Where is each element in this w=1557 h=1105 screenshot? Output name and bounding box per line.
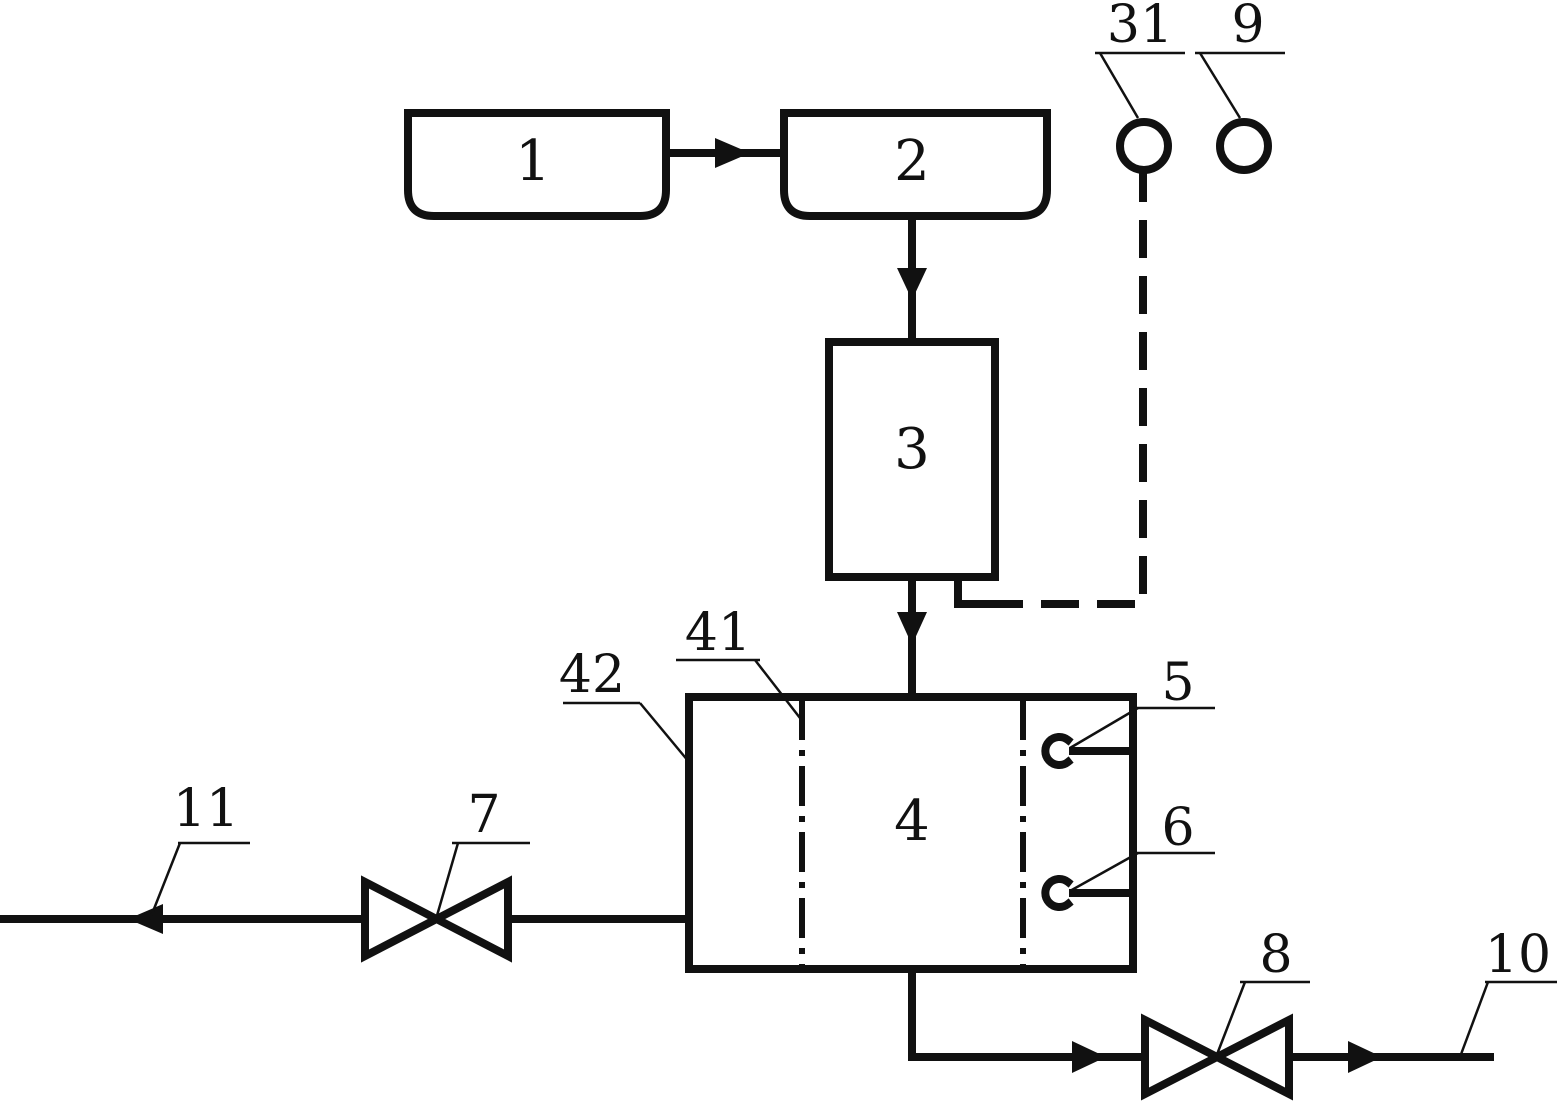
- valve-7-icon: [361, 875, 512, 963]
- box-2: [780, 109, 1051, 220]
- instrument-9-icon: [1216, 118, 1272, 174]
- callout-6: 6: [1161, 798, 1194, 858]
- arrow-10: [1348, 1041, 1382, 1073]
- leader-9: [1198, 52, 1242, 119]
- box-1: [404, 109, 670, 220]
- sensor-5-icon: [1041, 733, 1074, 769]
- leader-10: [1458, 981, 1490, 1058]
- leader-7: [434, 842, 460, 920]
- callout-9: 9: [1231, 0, 1264, 55]
- leader-8: [1214, 981, 1247, 1058]
- signal-dashed-line: [985, 170, 1147, 608]
- tank-4-label: 4: [894, 789, 930, 854]
- arrow-8-in: [1072, 1041, 1106, 1073]
- box-1-label: 1: [515, 129, 551, 194]
- callout-41: 41: [685, 603, 751, 663]
- sensor-6-icon: [1041, 875, 1074, 911]
- arrow-3-4: [897, 612, 927, 645]
- leader-5: [1069, 706, 1139, 750]
- leader-31: [1098, 52, 1140, 119]
- callout-31: 31: [1107, 0, 1173, 55]
- callout-42: 42: [559, 645, 625, 705]
- leader-41: [754, 659, 801, 719]
- callout-10: 10: [1485, 925, 1551, 985]
- arrow-11: [128, 904, 163, 934]
- callout-5: 5: [1161, 653, 1194, 713]
- leader-6: [1069, 851, 1139, 893]
- box-3-label: 3: [894, 417, 930, 482]
- callout-7: 7: [467, 785, 500, 845]
- callout-11: 11: [173, 779, 239, 839]
- box-2-label: 2: [894, 129, 930, 194]
- valve-8-icon: [1141, 1013, 1293, 1101]
- callout-8: 8: [1259, 925, 1292, 985]
- instrument-31-icon: [1116, 118, 1172, 174]
- arrow-2-3: [897, 268, 927, 300]
- leader-42: [639, 702, 690, 763]
- signal-line-3-31: [954, 573, 989, 608]
- arrow-1-2: [715, 138, 750, 168]
- outlet-bottom-pipe-a: [908, 965, 1149, 1061]
- leader-11: [148, 842, 182, 920]
